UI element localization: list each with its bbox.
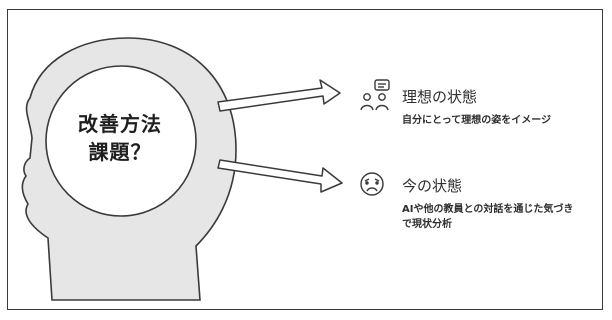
current-state-title: 今の状態 — [402, 177, 463, 195]
head-line-1: 改善方法 — [78, 112, 162, 136]
ideal-state-description: 自分にとって理想の姿をイメージ — [402, 115, 551, 126]
ideal-state-title: 理想の状態 — [402, 88, 478, 106]
head-line-2: 課題？ — [88, 140, 152, 164]
current-state-description: AIや他の教員との対話を通じた気づき で現状分析 — [402, 202, 573, 232]
sad-face-icon — [360, 172, 384, 196]
head-question-text: 改善方法 課題？ — [58, 110, 182, 166]
current-state-description-line-2: で現状分析 — [402, 219, 452, 230]
thought-circle — [45, 65, 197, 217]
conversation-people-icon — [360, 79, 390, 111]
arrow-to-ideal — [217, 79, 341, 112]
current-state-description-line-1: AIや他の教員との対話を通じた気づき — [402, 204, 574, 215]
arrow-to-current — [217, 159, 343, 193]
